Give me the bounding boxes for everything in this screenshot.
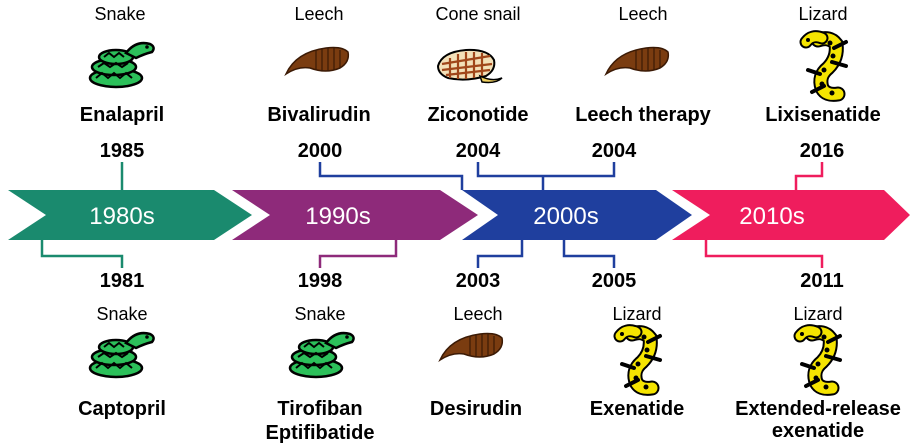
drug-name: Lixisenatide — [765, 104, 881, 127]
era-segment: 1990s — [232, 190, 478, 240]
year-label: 2004 — [456, 140, 501, 163]
source-label: Lizard — [612, 304, 661, 325]
drug-name: Bivalirudin — [267, 104, 370, 127]
source-label: Leech — [294, 4, 343, 25]
drug-name: Leech therapy — [575, 104, 711, 127]
leech-icon — [440, 334, 502, 361]
source-label: Lizard — [798, 4, 847, 25]
leech-icon — [286, 48, 348, 75]
era-label: 2010s — [739, 203, 804, 230]
lizard-icon — [620, 331, 660, 390]
drug-name: Tirofiban — [277, 398, 362, 421]
era-segment: 2010s — [672, 190, 910, 240]
era-label: 1980s — [89, 203, 154, 230]
year-label: 2003 — [456, 270, 501, 293]
source-label: Leech — [453, 304, 502, 325]
drug-name: Desirudin — [430, 398, 522, 421]
year-label: 2000 — [298, 140, 343, 163]
era-label: 2000s — [533, 203, 598, 230]
cone-snail-icon — [438, 50, 502, 83]
lizard-icon — [800, 331, 840, 390]
year-label: 2004 — [592, 140, 637, 163]
snake-icon — [90, 43, 154, 87]
drug-name: Exenatide — [590, 398, 684, 421]
drug-name: Enalapril — [80, 104, 164, 127]
source-label: Lizard — [793, 304, 842, 325]
snake-icon — [90, 333, 154, 377]
source-label: Snake — [96, 304, 147, 325]
era-segment: 1980s — [8, 190, 252, 240]
snake-icon — [290, 333, 354, 377]
year-label: 1985 — [100, 140, 145, 163]
era-segment: 2000s — [462, 190, 692, 240]
source-label: Cone snail — [435, 4, 520, 25]
source-label: Snake — [94, 4, 145, 25]
drug-name: Ziconotide — [427, 104, 528, 127]
source-label: Snake — [294, 304, 345, 325]
drug-name-second-line: Eptifibatide — [266, 422, 375, 445]
year-label: 2016 — [800, 140, 845, 163]
year-label: 1981 — [100, 270, 145, 293]
leech-icon — [606, 48, 668, 75]
drug-name: Extended-release — [735, 398, 901, 421]
year-label: 2005 — [592, 270, 637, 293]
source-label: Leech — [618, 4, 667, 25]
drug-name: Captopril — [78, 398, 166, 421]
era-label: 1990s — [305, 203, 370, 230]
year-label: 1998 — [298, 270, 343, 293]
lizard-icon — [806, 37, 846, 96]
year-label: 2011 — [800, 270, 843, 293]
drug-name-second-line: exenatide — [772, 420, 864, 443]
